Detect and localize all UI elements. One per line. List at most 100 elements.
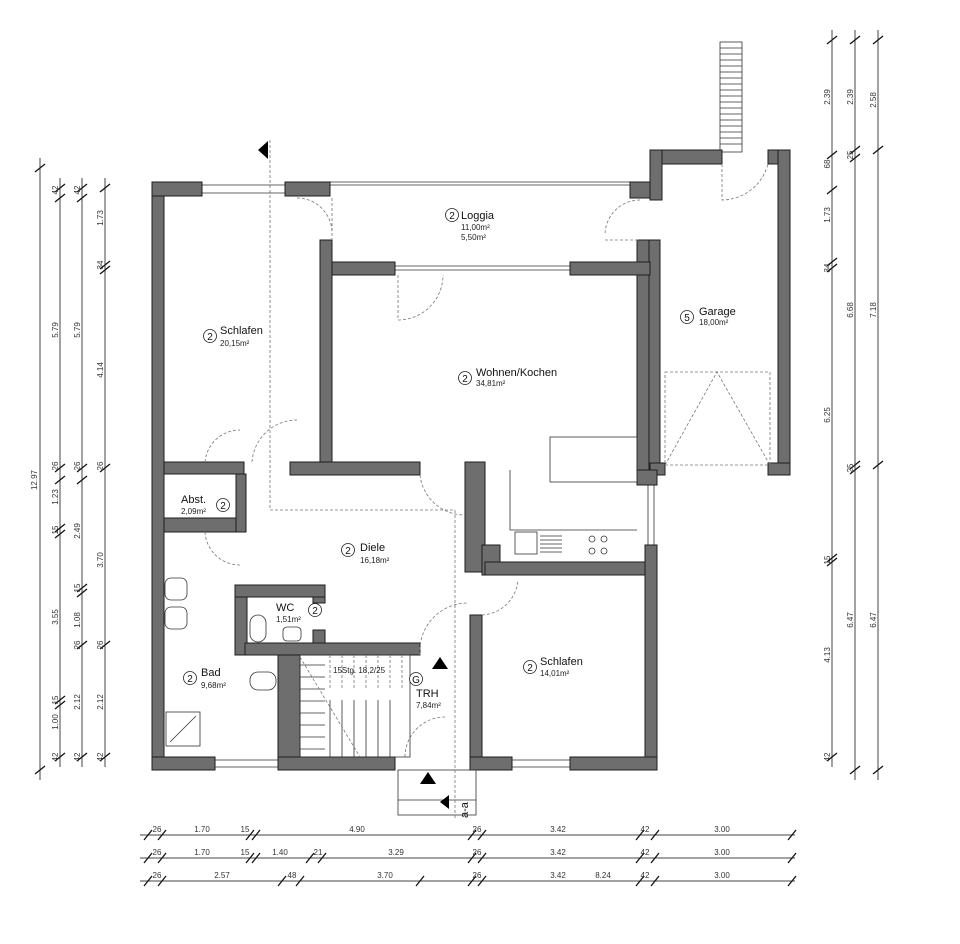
svg-text:2: 2 xyxy=(207,332,213,343)
entrance: a-a xyxy=(397,760,477,818)
dimension-label: 5.79 xyxy=(51,322,60,338)
svg-text:Schlafen: Schlafen xyxy=(540,656,583,668)
svg-text:WC: WC xyxy=(276,602,294,614)
staircase: 15Stg. 18,2/25 xyxy=(299,654,448,758)
dimension-label: 3.42 xyxy=(550,848,566,857)
dimension-label: 4.14 xyxy=(96,362,105,378)
svg-text:5: 5 xyxy=(684,313,690,324)
svg-text:11,00m²: 11,00m² xyxy=(461,223,490,232)
dimension-label: 26 xyxy=(153,871,162,880)
dimension-label: 2.49 xyxy=(73,523,82,539)
dimension-label: 42 xyxy=(51,752,60,761)
svg-text:2: 2 xyxy=(220,501,226,512)
dimension-label: 34 xyxy=(96,260,105,269)
svg-text:TRH: TRH xyxy=(416,688,439,700)
svg-text:34,81m²: 34,81m² xyxy=(476,379,506,388)
dimension-label: 26 xyxy=(73,461,82,470)
dimension-label: 15 xyxy=(51,525,60,534)
stove-icon xyxy=(588,535,608,555)
svg-text:18,00m²: 18,00m² xyxy=(699,318,729,327)
dimension-label: 15 xyxy=(241,848,250,857)
room-treppenhaus: G TRH 7,84m² xyxy=(409,672,441,710)
dimension-label: 6.25 xyxy=(823,407,832,423)
svg-text:2: 2 xyxy=(187,674,193,685)
dimension-label: 6.47 xyxy=(869,612,878,628)
dimension-label: 7.18 xyxy=(869,302,878,318)
dimension-label: 26 xyxy=(153,825,162,834)
dimension-label: 42 xyxy=(641,825,650,834)
dimension-label: 15 xyxy=(241,825,250,834)
entry-arrow-icon xyxy=(420,772,436,784)
room-abstellraum: Abst. 2 2,09m² xyxy=(181,494,230,516)
dimension-total: 12.97 xyxy=(30,469,39,490)
dimension-label: 4.90 xyxy=(349,825,365,834)
svg-text:Loggia: Loggia xyxy=(461,210,495,222)
dimension-label: 1.70 xyxy=(194,848,210,857)
dimension-label: 2.39 xyxy=(846,89,855,105)
washbasin-icon xyxy=(164,606,188,630)
dimension-label: 26 xyxy=(473,848,482,857)
svg-text:16,18m²: 16,18m² xyxy=(360,556,390,565)
dimension-label: 15 xyxy=(73,583,82,592)
svg-text:Bad: Bad xyxy=(201,667,221,679)
dimension-label: 2.58 xyxy=(869,92,878,108)
stair-label: 15Stg. 18,2/25 xyxy=(333,666,386,675)
room-wc: WC 2 1,51m² xyxy=(276,602,322,624)
svg-text:Schlafen: Schlafen xyxy=(220,325,263,337)
dimension-label: 5.79 xyxy=(73,322,82,338)
section-arrow-icon xyxy=(432,657,448,669)
dimension-label: 42 xyxy=(641,848,650,857)
svg-text:Diele: Diele xyxy=(360,542,385,554)
dimension-label: 3.70 xyxy=(96,552,105,568)
section-label: a-a xyxy=(459,801,471,818)
dimension-label: 26 xyxy=(473,871,482,880)
dimension-label: 34 xyxy=(823,263,832,272)
room-diele: 2 Diele 16,18m² xyxy=(341,542,390,565)
dimension-label: 42 xyxy=(73,752,82,761)
dimension-label: 2.57 xyxy=(214,871,230,880)
svg-text:9,68m²: 9,68m² xyxy=(201,681,226,690)
dimension-label: 48 xyxy=(288,871,297,880)
dimension-label: 42 xyxy=(73,185,82,194)
dimension-label: 3.70 xyxy=(377,871,393,880)
dimension-label: 26 xyxy=(153,848,162,857)
dimension-label: 3.42 xyxy=(550,871,566,880)
dimension-label: 1.70 xyxy=(194,825,210,834)
dimension-label: 25 xyxy=(846,150,855,159)
svg-text:2: 2 xyxy=(312,606,318,617)
section-marker-bottom xyxy=(440,795,449,809)
doors xyxy=(204,163,769,758)
dimension-label: 26 xyxy=(51,461,60,470)
windows xyxy=(202,181,655,768)
svg-text:7,84m²: 7,84m² xyxy=(416,701,441,710)
dimension-label: 42 xyxy=(823,752,832,761)
svg-text:20,15m²: 20,15m² xyxy=(220,339,250,348)
dimension-label: 26 xyxy=(73,640,82,649)
dimension-label: 1.08 xyxy=(73,612,82,628)
dimension-label: 25 xyxy=(846,463,855,472)
svg-text:Wohnen/Kochen: Wohnen/Kochen xyxy=(476,367,557,379)
dimension-label: 1.23 xyxy=(51,489,60,505)
room-loggia: 2 Loggia 11,00m² 5,50m² xyxy=(445,208,495,242)
svg-text:1,51m²: 1,51m² xyxy=(276,615,301,624)
dimension-label: 1.00 xyxy=(51,714,60,730)
dimension-label: 1.73 xyxy=(823,207,832,223)
sink-icon xyxy=(514,531,538,555)
sanitary-fixtures xyxy=(164,577,302,747)
dimension-label: 3.00 xyxy=(714,871,730,880)
dimension-label: 6.68 xyxy=(846,302,855,318)
svg-text:2: 2 xyxy=(345,546,351,557)
kitchen xyxy=(509,436,638,555)
dimension-label: 15 xyxy=(823,555,832,564)
dimension-label: 2.12 xyxy=(96,694,105,710)
dimension-label: 3.42 xyxy=(550,825,566,834)
svg-text:2: 2 xyxy=(527,663,533,674)
room-bad: 2 Bad 9,68m² xyxy=(183,667,226,690)
ceiling-outline xyxy=(270,509,456,760)
dimension-label: 6.47 xyxy=(846,612,855,628)
dimension-label: 3.55 xyxy=(51,609,60,625)
dimension-label: 1.40 xyxy=(272,848,288,857)
wc-basin-icon xyxy=(282,626,302,642)
